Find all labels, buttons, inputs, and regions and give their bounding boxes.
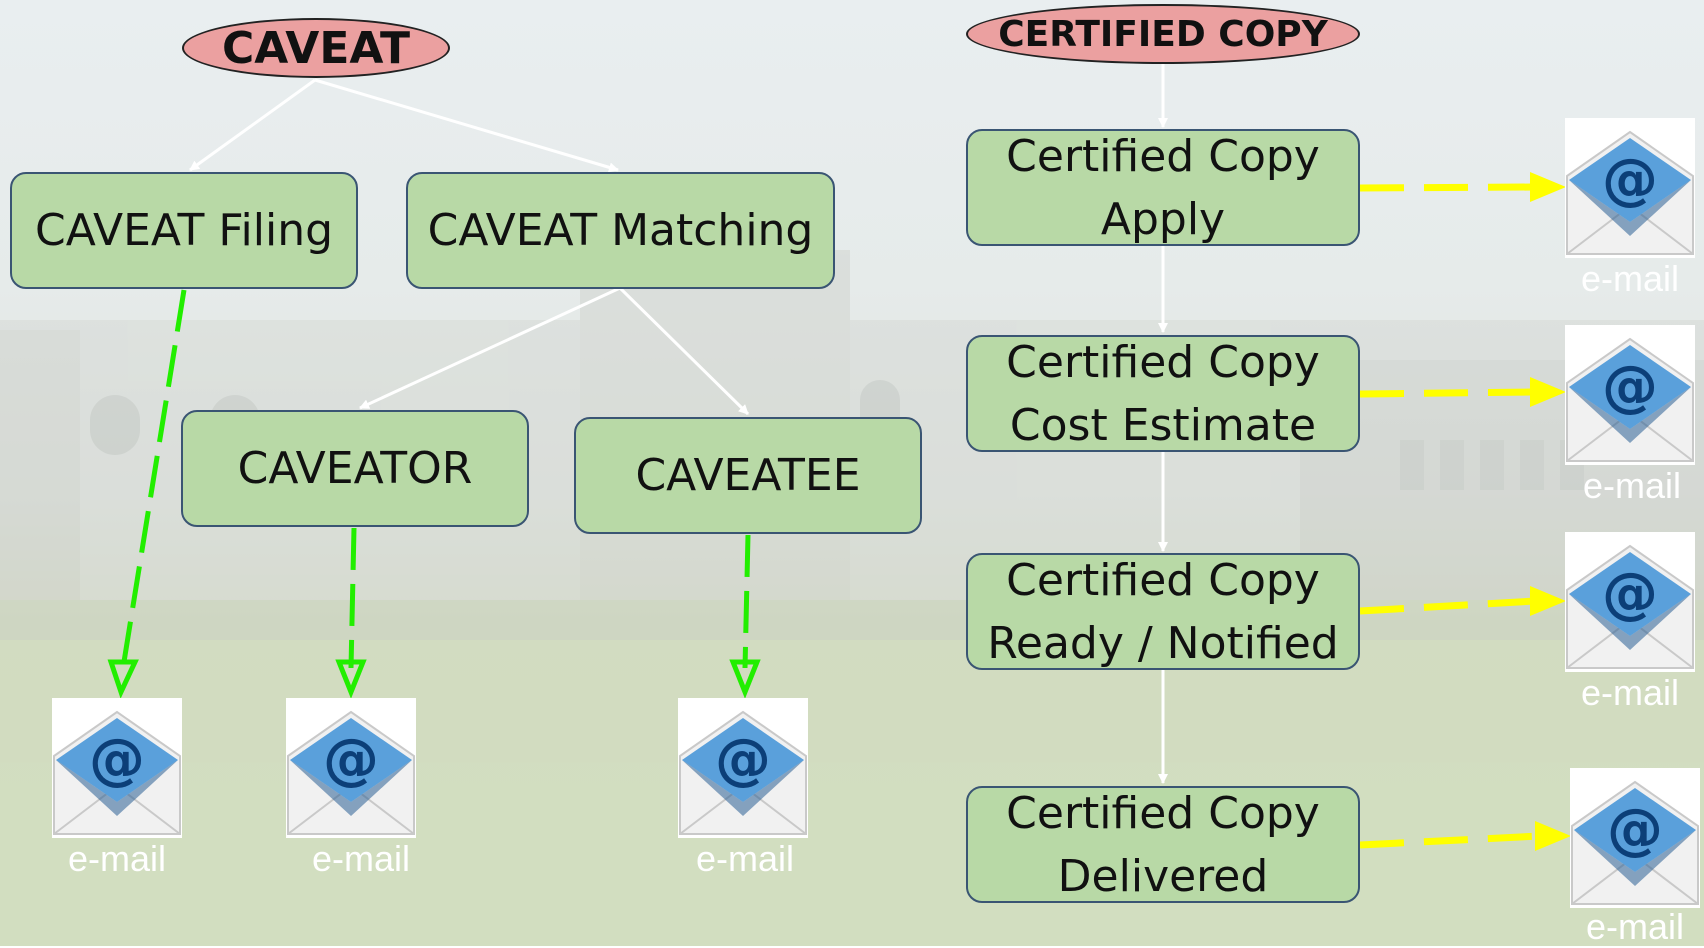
email-icon: @ (1565, 118, 1695, 258)
at-sign: @ (1602, 354, 1658, 419)
at-sign: @ (1602, 561, 1658, 626)
email-label: e-mail (1580, 258, 1679, 299)
email-caveator: @ e-mail (286, 698, 416, 879)
email-caveatee: @ e-mail (678, 698, 808, 879)
email-icon: @ (286, 698, 416, 838)
email-label: e-mail (1582, 465, 1681, 506)
email-caveat-filing: @ e-mail (52, 698, 182, 879)
certified-copy-delivered-box: Certified Copy Delivered (966, 786, 1360, 903)
apply-line1: Certified Copy (1006, 130, 1320, 182)
email-certified-estimate: @ e-mail (1565, 325, 1695, 506)
email-icon: @ (1565, 325, 1695, 465)
caveat-matching-box: CAVEAT Matching (406, 172, 835, 289)
email-label: e-mail (1580, 672, 1679, 713)
at-sign: @ (89, 727, 145, 792)
email-certified-ready: @ e-mail (1565, 532, 1695, 713)
ready-line1: Certified Copy (1006, 554, 1320, 606)
email-label: e-mail (695, 838, 794, 879)
caveatee-label: CAVEATEE (635, 450, 861, 501)
certified-copy-title-pill: CERTIFIED COPY (966, 4, 1360, 64)
email-certified-apply: @ e-mail (1565, 118, 1695, 299)
email-icon: @ (1570, 768, 1700, 908)
email-certified-delivered: @ e-mail (1570, 768, 1700, 947)
at-sign: @ (323, 727, 379, 792)
certified-copy-ready-box: Certified Copy Ready / Notified (966, 553, 1360, 670)
caveatee-box: CAVEATEE (574, 417, 922, 534)
caveat-matching-label: CAVEAT Matching (427, 205, 814, 256)
certified-copy-estimate-box: Certified Copy Cost Estimate (966, 335, 1360, 452)
email-icon: @ (1565, 532, 1695, 672)
caveat-title: CAVEAT (221, 22, 411, 74)
caveat-filing-label: CAVEAT Filing (34, 205, 334, 256)
caveator-box: CAVEATOR (181, 410, 529, 527)
ready-line2: Ready / Notified (987, 617, 1339, 669)
caveat-title-pill: CAVEAT (182, 18, 450, 78)
email-icon: @ (678, 698, 808, 838)
at-sign: @ (715, 727, 771, 792)
delivered-line1: Certified Copy (1006, 787, 1320, 839)
caveat-filing-box: CAVEAT Filing (10, 172, 358, 289)
estimate-line1: Certified Copy (1006, 336, 1320, 388)
apply-line2: Apply (1100, 193, 1226, 245)
email-label: e-mail (1585, 906, 1684, 947)
at-sign: @ (1607, 797, 1663, 862)
caveator-label: CAVEATOR (237, 443, 473, 494)
estimate-line2: Cost Estimate (1009, 399, 1317, 451)
email-label: e-mail (311, 838, 410, 879)
delivered-line2: Delivered (1057, 850, 1269, 902)
email-label: e-mail (67, 838, 166, 879)
email-icon: @ (52, 698, 182, 838)
certified-copy-apply-box: Certified Copy Apply (966, 129, 1360, 246)
at-sign: @ (1602, 147, 1658, 212)
certified-copy-title: CERTIFIED COPY (998, 13, 1328, 55)
